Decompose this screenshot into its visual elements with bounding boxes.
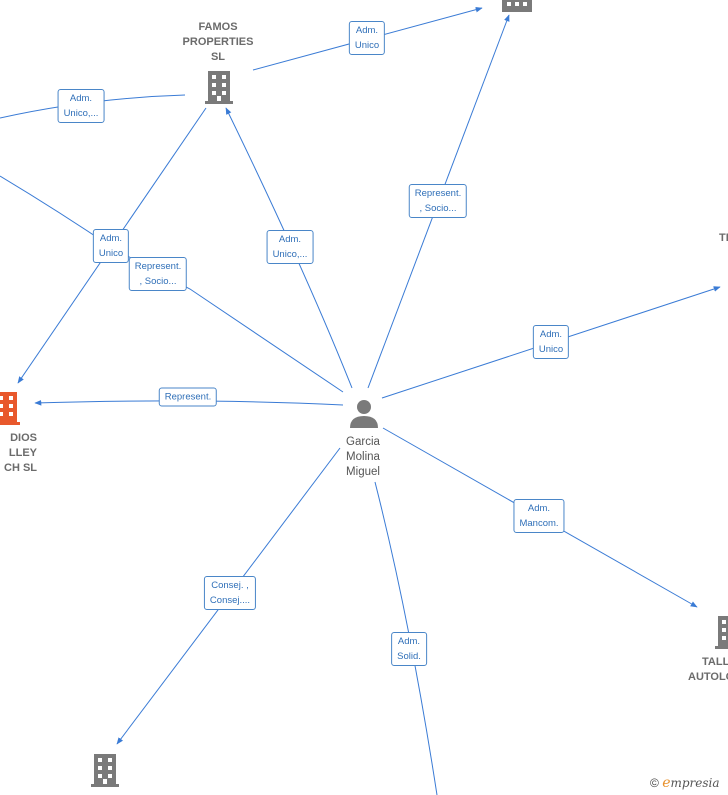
node-garcia-molina-miguel[interactable]: Garcia Molina Miguel <box>346 436 380 478</box>
edge-label-person-bottom[interactable]: Adm. Solid. <box>391 632 427 666</box>
edge-label-person-studios[interactable]: Represent. <box>158 387 218 407</box>
node-famos-properties[interactable]: FAMOS PROPERTIES SL <box>182 21 254 63</box>
empresia-logo: © empresia <box>650 775 720 791</box>
building-icon <box>502 0 532 12</box>
copyright-icon: © <box>650 776 659 790</box>
edge-label-left-famos[interactable]: Adm. Unico,... <box>57 89 105 123</box>
node-talleres[interactable]: TALL AUTOLO <box>688 656 728 683</box>
person-icon <box>350 400 378 428</box>
edge-label-left-person[interactable]: Represent. , Socio... <box>128 257 188 291</box>
edge-person-bottom <box>374 481 438 795</box>
edge-label-person-famos[interactable]: Adm. Unico,... <box>266 230 314 264</box>
building-icon <box>205 71 233 104</box>
node-right-partial[interactable]: TI <box>719 232 728 244</box>
edge-label-famos-top[interactable]: Adm. Unico <box>348 21 386 55</box>
edge-label-person-talleres[interactable]: Adm. Mancom. <box>513 499 565 533</box>
building-icon <box>715 616 728 649</box>
node-studios-valley[interactable]: DIOS LLEY CH SL <box>4 432 37 474</box>
building-icon <box>91 754 119 787</box>
edge-label-person-top[interactable]: Represent. , Socio... <box>408 184 468 218</box>
building-icon <box>0 392 20 425</box>
edge-label-person-bottom-left[interactable]: Consej. , Consej.... <box>203 576 257 610</box>
edge-label-person-right[interactable]: Adm. Unico <box>532 325 570 359</box>
edge-label-famos-studios[interactable]: Adm. Unico <box>92 229 130 263</box>
